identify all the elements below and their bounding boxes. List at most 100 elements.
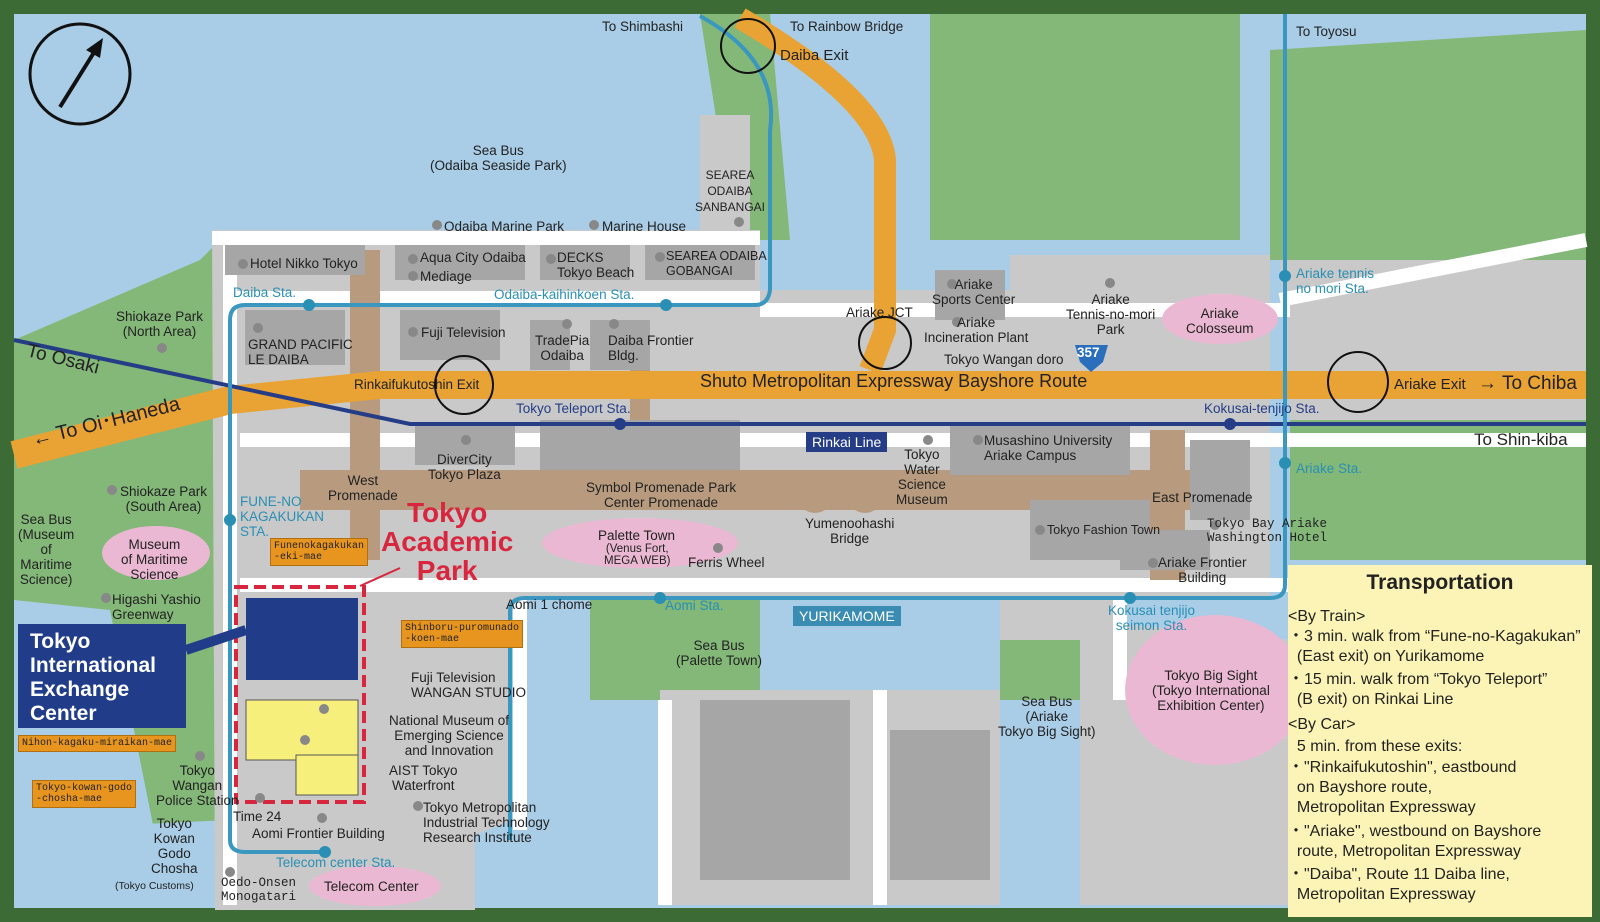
shiokaze-south-label: Shiokaze Park (South Area)	[120, 484, 208, 514]
odaiba-kaihinkoen-station: Odaiba-kaihinkoen Sta.	[494, 287, 635, 302]
wangan-doro-label: Tokyo Wangan doro	[944, 352, 1064, 367]
aomi-frontier-label: Aomi Frontier Building	[252, 826, 385, 841]
legend-train-1: ・3 min. walk from “Fune-no-Kagakukan” (E…	[1288, 628, 1581, 665]
west-promenade-label: West Promenade	[328, 473, 398, 503]
time24-label: Time 24	[233, 809, 282, 824]
expressway-label: Shuto Metropolitan Expressway Bayshore R…	[700, 371, 1088, 391]
bus-stop-nihon: Nihon-kagaku-miraikan-mae	[18, 735, 177, 752]
tokyo-teleport-station: Tokyo Teleport Sta.	[516, 401, 631, 416]
higashi-yashio-label: Higashi Yashio Greenway	[112, 592, 201, 622]
ariake-tennis-station: Ariake tennis no mori Sta.	[1296, 266, 1375, 296]
legend-car-3: ・"Daiba", Route 11 Daiba line, Metropoli…	[1288, 866, 1510, 903]
hotel-nikko-label: Hotel Nikko Tokyo	[250, 256, 358, 271]
legend-title: Transportation	[1366, 571, 1514, 594]
tiec-label: Tokyo International Exchange Center	[18, 624, 186, 728]
aomi-station: Aomi Sta.	[665, 598, 724, 613]
miraikan-label: National Museum of Emerging Science and …	[389, 713, 510, 758]
rinkai-line-track	[13, 338, 1586, 426]
marine-house-label: Marine House	[602, 219, 687, 234]
seabus-palette-label: Sea Bus (Palette Town)	[676, 638, 763, 668]
rinkai-exit-label: Rinkaifukutoshin Exit	[354, 377, 480, 392]
fashion-town-label: Tokyo Fashion Town	[1047, 523, 1161, 537]
bus-stop-kowan: Tokyo-kowan-godo -chosha-mae	[32, 780, 137, 808]
water-museum-label: Tokyo Water Science Museum	[896, 447, 948, 507]
ariake-colosseum-label: Ariake Colosseum	[1186, 306, 1254, 336]
legend-car-heading: <By Car>	[1288, 716, 1356, 733]
pink-areas	[102, 294, 1305, 906]
transportation-legend: Transportation <By Train> ・3 min. walk f…	[1288, 565, 1592, 917]
searea-sanbangai-label: SEAREA ODAIBA SANBANGAI	[695, 168, 766, 214]
ariake-jct-label: Ariake JCT	[846, 305, 913, 320]
grand-pacific-label: GRAND PACIFIC LE DAIBA	[248, 337, 353, 367]
route-357-label: 357	[1077, 345, 1100, 360]
to-rainbow-label: To Rainbow Bridge	[790, 19, 904, 34]
washington-hotel-label: Tokyo Bay Ariake Washington Hotel	[1207, 517, 1328, 545]
daiba-exit-label: Daiba Exit	[780, 47, 849, 64]
palette-town-sub-label: (Venus Fort, MEGA WEB)	[604, 543, 671, 567]
seabus-museum-label: Sea Bus (Museum of Maritime Science)	[18, 512, 75, 587]
telecom-center-station: Telecom center Sta.	[276, 855, 396, 870]
daiba-station: Daiba Sta.	[233, 285, 297, 300]
academic-park-outline	[234, 585, 366, 804]
legend-car-1: ・"Rinkaifukutoshin", eastbound on Baysho…	[1288, 759, 1517, 816]
aqua-city-label: Aqua City Odaiba	[420, 250, 526, 265]
to-chiba-label: → To Chiba	[1478, 373, 1577, 394]
telecom-center-label: Telecom Center	[324, 879, 419, 894]
fuji-tv-label: Fuji Television	[421, 325, 506, 340]
tradepia-label: TradePia Odaiba	[535, 333, 590, 363]
kokusai-tenjijo-station: Kokusai-tenjijo Sta.	[1204, 401, 1320, 416]
yumenoohashi-label: Yumenoohashi Bridge	[805, 516, 895, 546]
legend-train-2: ・15 min. walk from “Tokyo Teleport” (B e…	[1288, 671, 1548, 708]
symbol-promenade-label: Symbol Promenade Park Center Promenade	[586, 480, 737, 510]
aist-label: AIST Tokyo Waterfront	[389, 763, 458, 793]
ariake-frontier-label: Ariake Frontier Building	[1158, 555, 1247, 585]
to-shimbashi-label: To Shimbashi	[602, 19, 684, 34]
aomi-1-chome-label: Aomi 1 chome	[506, 597, 593, 612]
bus-stop-shinboru: Shinboru-puromunado -koen-mae	[401, 620, 524, 648]
seabus-seaside-label: Sea Bus (Odaiba Seaside Park)	[430, 143, 567, 173]
ariake-station: Ariake Sta.	[1296, 461, 1363, 476]
ariake-tennis-park-label: Ariake Tennis-no-mori Park	[1066, 292, 1156, 337]
musashino-label: Musashino University Ariake Campus	[984, 433, 1113, 463]
divercity-label: DiverCity Tokyo Plaza	[428, 452, 501, 482]
daiba-frontier-label: Daiba Frontier Bldg.	[608, 333, 694, 363]
rinkai-line-badge: Rinkai Line	[806, 432, 888, 452]
land-odaiba	[212, 230, 1270, 910]
fuji-wangan-label: Fuji Television WANGAN STUDIO	[411, 670, 527, 700]
ariake-exit-label: Ariake Exit	[1394, 376, 1466, 393]
searea-gobangai-label: SEAREA ODAIBA GOBANGAI	[666, 249, 767, 278]
wangan-police-label: Tokyo Wangan Police Station	[156, 763, 239, 808]
legend-car-2: ・"Ariake", westbound on Bayshore route, …	[1288, 823, 1542, 860]
academic-park-label: Tokyo Academic Park	[381, 497, 514, 586]
oedo-onsen-label: Oedo-Onsen Monogatari	[221, 876, 297, 904]
metro-tech-label: Tokyo Metropolitan Industrial Technology…	[423, 800, 550, 845]
big-sight-label: Tokyo Big Sight (Tokyo International Exh…	[1152, 668, 1270, 713]
yurikamome-track	[228, 14, 1287, 854]
kokusai-seimon-station: Kokusai tenjijo seimon Sta.	[1108, 603, 1196, 633]
bus-stop-funeno: Funenokagakukan -eki-mae	[270, 538, 369, 566]
marine-park-label: Odaiba Marine Park	[444, 219, 565, 234]
to-shinkiba-label: To Shin-kiba	[1474, 430, 1568, 449]
yurikamome-badge: YURIKAMOME	[793, 606, 901, 626]
museum-maritime-label: Museum of Maritime Science	[121, 537, 188, 582]
decks-label: DECKS Tokyo Beach	[557, 250, 635, 280]
route-357-shield-icon	[1075, 345, 1108, 372]
station-dots	[224, 270, 1291, 858]
ferris-wheel-label: Ferris Wheel	[688, 555, 765, 570]
legend-train-heading: <By Train>	[1288, 608, 1366, 625]
north-arrow-icon	[28, 22, 132, 126]
palette-town-label: Palette Town	[598, 528, 676, 543]
shiokaze-north-label: Shiokaze Park (North Area)	[116, 309, 204, 339]
ariake-sports-label: Ariake Sports Center	[932, 277, 1016, 307]
poi-dots	[101, 217, 1220, 877]
fune-no-kagakukan-station: FUNE-NO KAGAKUKAN STA.	[240, 494, 325, 539]
east-promenade-label: East Promenade	[1152, 490, 1253, 505]
legend-car-intro: 5 min. from these exits:	[1288, 738, 1463, 755]
mediage-label: Mediage	[420, 269, 472, 284]
to-toyosu-label: To Toyosu	[1296, 24, 1357, 39]
kowan-godo-label: Tokyo Kowan Godo Chosha	[151, 816, 198, 876]
customs-label: (Tokyo Customs)	[115, 880, 194, 892]
tiec-building	[246, 598, 358, 680]
buildings	[225, 245, 1250, 880]
